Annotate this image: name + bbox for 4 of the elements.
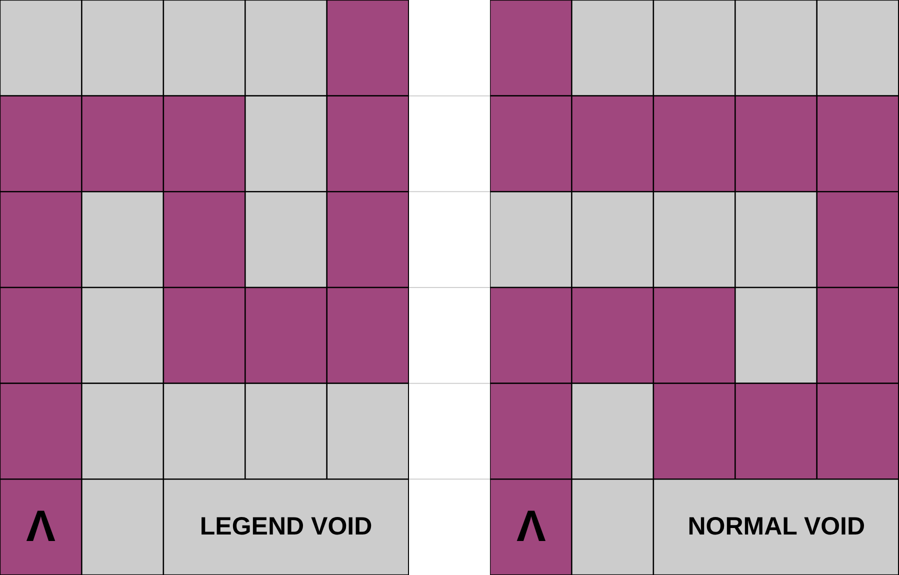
symbol-text: Λ [26, 505, 56, 550]
grid-title: NORMAL VOID [688, 514, 866, 540]
grid-title: LEGEND VOID [200, 514, 372, 540]
symbol-text: Λ [516, 505, 546, 550]
